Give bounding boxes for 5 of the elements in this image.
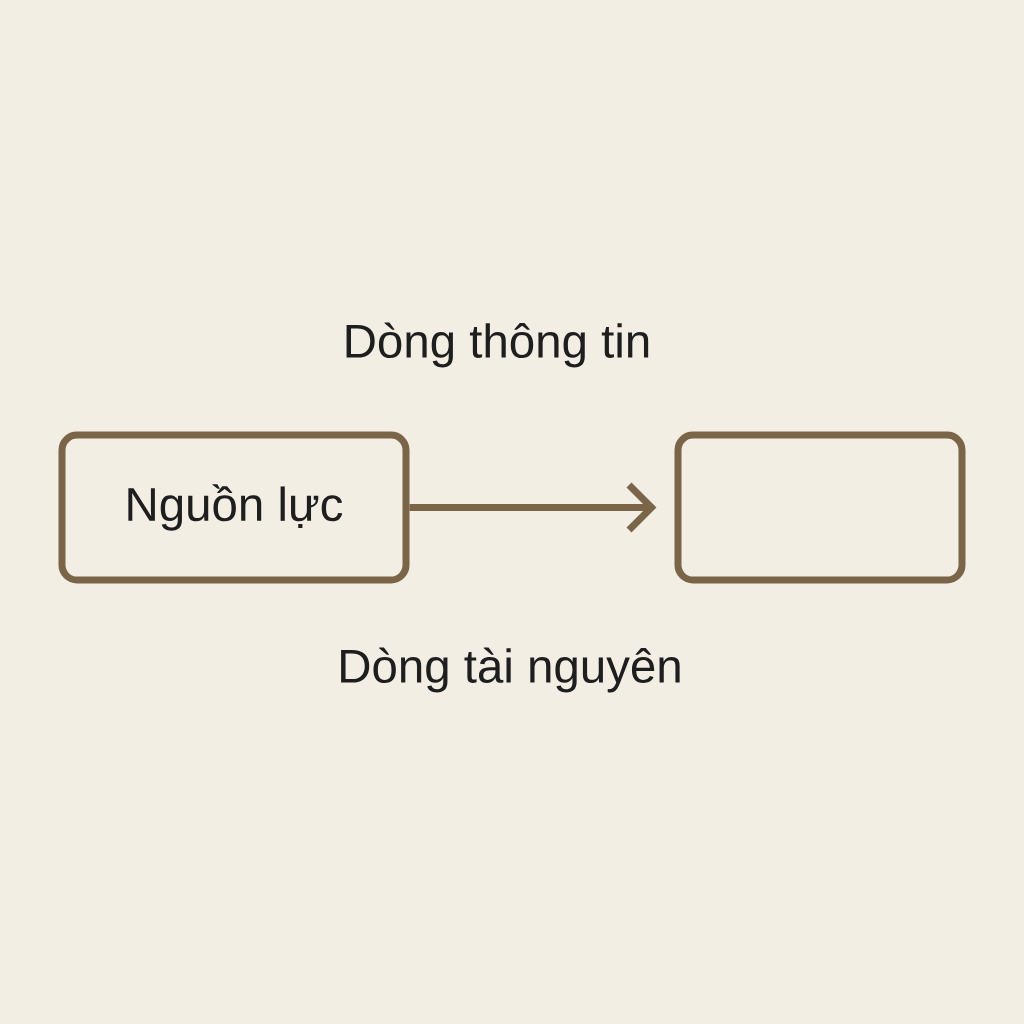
- empty-box: [674, 431, 966, 584]
- flow-label: Dòng thông tin: [346, 322, 649, 368]
- flow-label: Dòng tài nguyên: [341, 647, 680, 693]
- arrow: [409, 482, 657, 533]
- process-box: Nguồn lực: [58, 431, 410, 584]
